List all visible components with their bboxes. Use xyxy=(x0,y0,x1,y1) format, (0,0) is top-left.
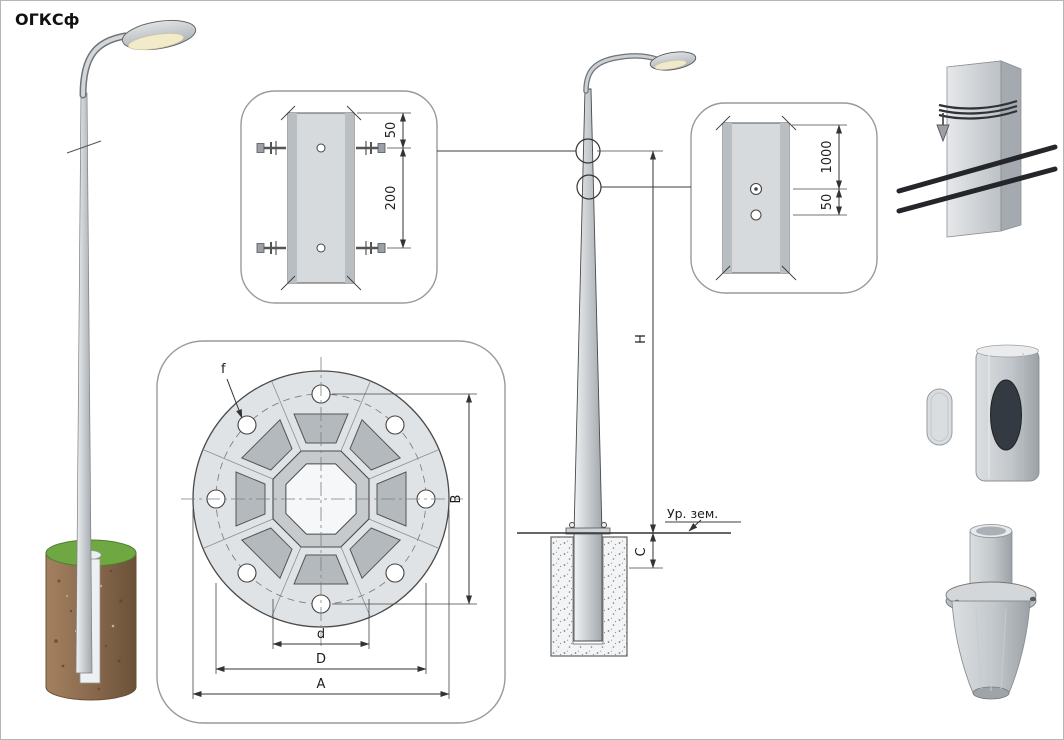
pole-top-attachment-render xyxy=(896,60,1058,238)
hole-leader-line xyxy=(226,378,243,419)
break-ticks xyxy=(280,105,362,291)
dim-label-C: C xyxy=(634,547,649,556)
strip-edge-right xyxy=(345,113,354,283)
dim-label-200: 200 xyxy=(384,186,399,211)
fastener-hole xyxy=(316,143,326,153)
pole-shaft-elevation xyxy=(573,88,603,642)
dim-B: B xyxy=(332,393,477,605)
flange-gussets xyxy=(235,413,407,585)
dim-label-1000: 1000 xyxy=(820,140,835,173)
shoe-stub-bore xyxy=(976,526,1006,536)
dim-label-B: B xyxy=(449,495,464,504)
pole-break-mark xyxy=(66,140,102,154)
pole-elevation: Ур. зем. H C xyxy=(437,51,741,657)
pole-shaft-3d xyxy=(75,92,93,674)
ground-level-arrow xyxy=(688,519,702,532)
top-detail-dimensions: 50 200 xyxy=(357,112,411,249)
dim-label-A: A xyxy=(317,677,326,692)
door-cover xyxy=(926,388,953,446)
bolt-center-dot xyxy=(754,187,758,191)
fastener-hole xyxy=(750,209,762,221)
plate-segment-lines xyxy=(203,381,439,617)
pole-base-plate xyxy=(565,527,611,535)
octagonal-tube-inner xyxy=(285,463,357,535)
luminaire-head-3d xyxy=(121,19,197,51)
dim-C: C xyxy=(629,532,663,569)
break-ticks xyxy=(715,115,797,281)
dim-label-H: H xyxy=(634,334,649,344)
pole-3d-render xyxy=(45,19,197,701)
access-door-render xyxy=(926,344,1040,482)
ground-level-label: Ур. зем. xyxy=(667,506,718,521)
pole-wall-strip xyxy=(722,122,790,274)
page-title: ОГКСф xyxy=(15,10,80,29)
top-connection-detail-panel: 50 200 xyxy=(240,90,438,304)
anchor-bolt-left xyxy=(569,522,575,528)
flange-plan-detail-panel: f B d D A xyxy=(156,340,506,724)
pole-arm-elevation xyxy=(583,53,662,94)
suspension-hook xyxy=(936,124,950,143)
shoe-facet-lines xyxy=(975,608,1007,691)
anchor-bolt-right xyxy=(601,522,607,528)
dim-label-50-side: 50 xyxy=(820,194,835,211)
door-cover-inner xyxy=(930,392,949,442)
dim-H: H xyxy=(597,150,663,534)
door-opening xyxy=(990,379,1022,451)
detail-callout-circle-2 xyxy=(576,174,602,200)
strip-edge-left xyxy=(288,113,297,283)
dim-label-D: D xyxy=(316,652,326,667)
dim-label-50-top: 50 xyxy=(384,122,399,139)
pole-arm-highlight xyxy=(584,54,661,93)
suspension-rod-1 xyxy=(896,144,1058,194)
dim-label-d: d xyxy=(317,627,325,642)
soil-speckles xyxy=(54,569,123,691)
dim-d: d xyxy=(272,599,370,649)
side-detail-dimensions: 1000 50 xyxy=(792,124,847,216)
dim-D: D xyxy=(215,583,427,674)
side-connection-detail-panel: 1000 50 xyxy=(690,102,878,294)
door-pole-top xyxy=(976,344,1039,358)
dim-A: A xyxy=(192,509,450,699)
prism-side-face xyxy=(1000,60,1022,232)
suspension-rod-2 xyxy=(896,166,1058,214)
pole-arm-highlight xyxy=(81,34,127,97)
wire-wraps xyxy=(938,99,1018,120)
luminaire-head-elevation xyxy=(649,51,697,71)
pole-wall-strip xyxy=(287,112,355,284)
fastener-hole xyxy=(316,243,326,253)
base-flange-render xyxy=(945,524,1037,700)
prism-front-face xyxy=(946,60,1002,238)
strip-edge-right xyxy=(780,123,789,273)
flange-hole-label: f xyxy=(221,362,226,377)
strip-edge-left xyxy=(723,123,732,273)
